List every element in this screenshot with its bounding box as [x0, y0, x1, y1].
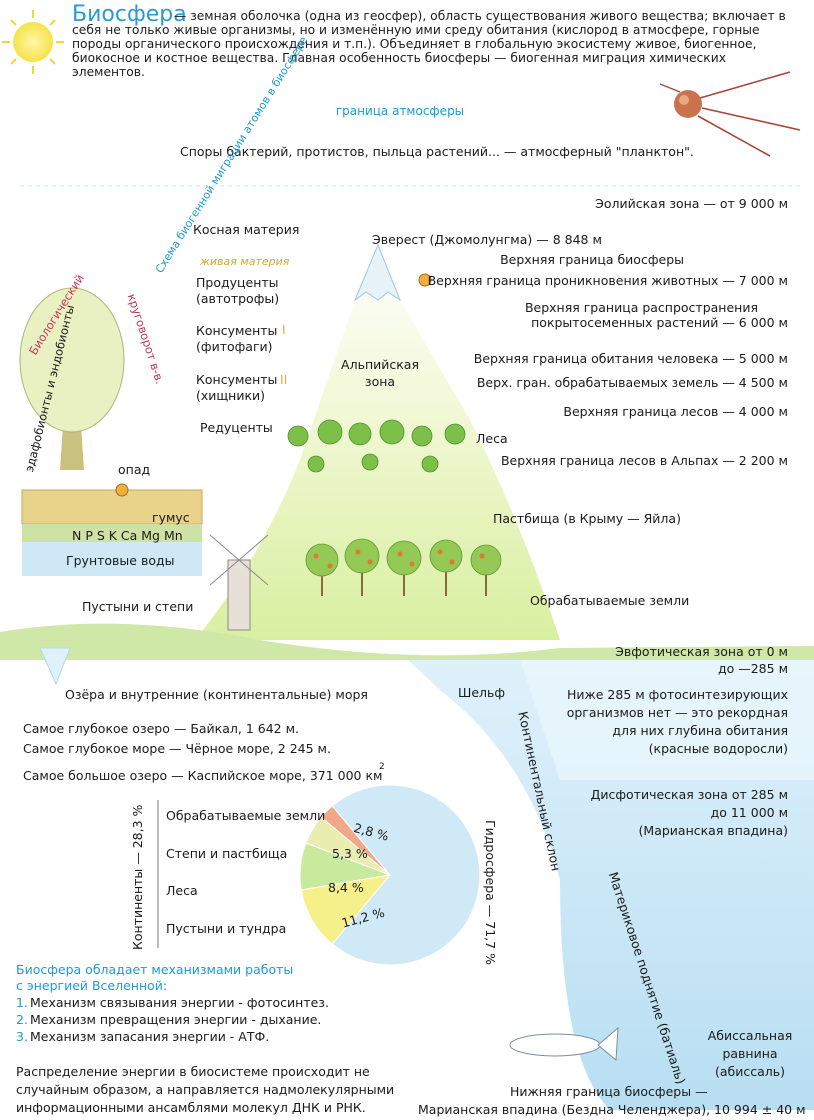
forest-trees: [287, 419, 466, 473]
pie-value-forests: 8,4 %: [328, 880, 364, 895]
pie-category-cultivated: Обрабатываемые земли: [166, 808, 326, 823]
consumers1-label-1: Консументы: [196, 323, 278, 338]
dysphotic-zone-label-1: Дисфотическая зона от 285 м: [590, 787, 788, 802]
human-limit-label: Верхняя граница обитания человека — 5 00…: [473, 351, 788, 366]
pastures-zone-label: Пастбища (в Крыму — Яйла): [493, 511, 681, 526]
atmosphere-border-label: граница атмосферы: [335, 104, 465, 118]
animals-limit-label: Верхняя граница проникновения животных —…: [427, 273, 788, 288]
energy-item-1: Механизм связывания энергии - фотосинтез…: [30, 995, 329, 1010]
everest-label: Эверест (Джомолунгма) — 8 848 м: [372, 232, 602, 247]
page-title: Биосфера: [72, 2, 187, 27]
deserts-steppes-label: Пустыни и степи: [82, 599, 194, 614]
producers-label-1: Продуценты: [196, 275, 279, 290]
consumers1-label-2: (фитофаги): [196, 339, 273, 354]
deepest-sea-record: Самое глубокое море — Чёрное море, 2 245…: [23, 741, 331, 756]
abyssal-label-3: (абиссаль): [714, 1064, 785, 1079]
humus-label: гумус: [152, 510, 190, 525]
biggest-lake-record-sup: 2: [379, 762, 385, 772]
shelf-label: Шельф: [458, 685, 506, 700]
lower-biosphere-label-2: Марианская впадина (Бездна Челенджера), …: [418, 1102, 806, 1117]
alpine-zone-label-2: зона: [364, 374, 396, 389]
snail-icon: [115, 273, 432, 497]
consumers2-label-1: Консументы: [196, 372, 278, 387]
orchard-trees: [305, 538, 502, 596]
angiosperms-limit-label-2: покрытосеменных растений — 6 000 м: [531, 315, 788, 330]
photosynthesis-note-1: Ниже 285 м фотосинтезирующих: [566, 687, 788, 702]
cultivated-limit-label: Верх. гран. обрабатываемых земель — 4 50…: [476, 375, 788, 390]
pie-category-deserts: Пустыни и тундра: [166, 921, 287, 936]
pie-value-steppes: 5,3 %: [332, 846, 368, 861]
forest-limit-label: Верхняя граница лесов — 4 000 м: [563, 404, 788, 419]
fish-icon: [509, 1026, 619, 1062]
decomposers-label: Редуценты: [200, 420, 273, 435]
dysphotic-zone-label-3: (Марианская впадина): [638, 823, 788, 838]
forest-zone-label: Леса: [476, 431, 508, 446]
energy-distribution-3: информационными ансамблями молекул ДНК и…: [16, 1100, 366, 1115]
alps-forest-limit-label: Верхняя граница лесов в Альпах — 2 200 м: [500, 453, 788, 468]
soil-tree-icon: [19, 287, 203, 576]
satellite-icon: [659, 71, 801, 157]
photosynthesis-note-2: организмов нет — это рекордная: [566, 705, 788, 720]
deepest-lake-record: Самое глубокое озеро — Байкал, 1 642 м.: [23, 721, 299, 736]
producers-label-2: (автотрофы): [196, 291, 280, 306]
energy-item-3: Механизм запасания энергии - АТФ.: [30, 1029, 270, 1044]
consumers2-tag: II: [280, 372, 288, 387]
atmospheric-plankton-label: Споры бактерий, протистов, пыльца растен…: [180, 144, 694, 159]
energy-item-2: Механизм превращения энергии - дыхание.: [30, 1012, 322, 1027]
abyssal-label-2: равнина: [722, 1046, 778, 1061]
energy-item-2-num: 2.: [16, 1012, 28, 1027]
consumers1-tag: I: [282, 322, 286, 337]
pie-slice-4: [331, 784, 481, 966]
hydrosphere-label: Гидросфера — 71,7 %: [483, 820, 498, 965]
euphotic-zone-label-2: до —285 м: [717, 661, 788, 676]
pie-slice-3: [300, 874, 392, 945]
windmill-icon: [209, 534, 269, 631]
groundwater-label: Грунтовые воды: [66, 553, 175, 568]
soil-elements-label: N P S K Ca Mg Mn: [72, 528, 183, 543]
continents-label: Континенты — 28,3 %: [130, 804, 145, 950]
pie-category-steppes: Степи и пастбища: [166, 846, 288, 861]
eolian-zone-label: Эолийская зона — от 9 000 м: [595, 196, 788, 211]
energy-distribution-2: случайным образом, а направляется надмол…: [16, 1082, 395, 1097]
photosynthesis-note-3: для них глубина обитания: [612, 723, 788, 738]
photosynthesis-note-4: (красные водоросли): [648, 741, 788, 756]
energy-item-1-num: 1.: [16, 995, 28, 1010]
euphotic-zone-label-1: Эвфотическая зона от 0 м: [615, 644, 788, 659]
energy-distribution-1: Распределение энергии в биосистеме проис…: [16, 1064, 370, 1079]
angiosperms-limit-label-1: Верхняя граница распространения: [524, 300, 758, 315]
energy-item-3-num: 3.: [16, 1029, 28, 1044]
intro-text: — земная оболочка (одна из геосфер), обл…: [72, 9, 786, 79]
lower-biosphere-label-1: Нижняя граница биосферы —: [510, 1084, 708, 1099]
mountain: [195, 245, 560, 640]
dysphotic-zone-label-2: до 11 000 м: [710, 805, 788, 820]
sun-icon: [2, 10, 64, 74]
pie-category-forests: Леса: [166, 883, 198, 898]
consumers2-label-2: (хищники): [196, 388, 266, 403]
alpine-zone-label-1: Альпийская: [341, 357, 419, 372]
abyssal-label-1: Абиссальная: [707, 1028, 793, 1043]
energy-heading-1: Биосфера обладает механизмами работы: [16, 962, 294, 977]
energy-heading-2: с энергией Вселенной:: [16, 978, 168, 993]
litter-label: опад: [118, 462, 151, 477]
land-distribution-pie: [299, 784, 481, 966]
cultivated-zone-label: Обрабатываемые земли: [530, 593, 690, 608]
upper-biosphere-label: Верхняя граница биосферы: [500, 252, 684, 267]
inert-matter-label: Косная материя: [193, 222, 300, 237]
biggest-lake-record: Самое большое озеро — Каспийское море, 3…: [23, 768, 383, 783]
living-matter-label: живая материя: [200, 255, 290, 268]
inland-seas-label: Озёра и внутренние (континентальные) мор…: [65, 687, 368, 702]
